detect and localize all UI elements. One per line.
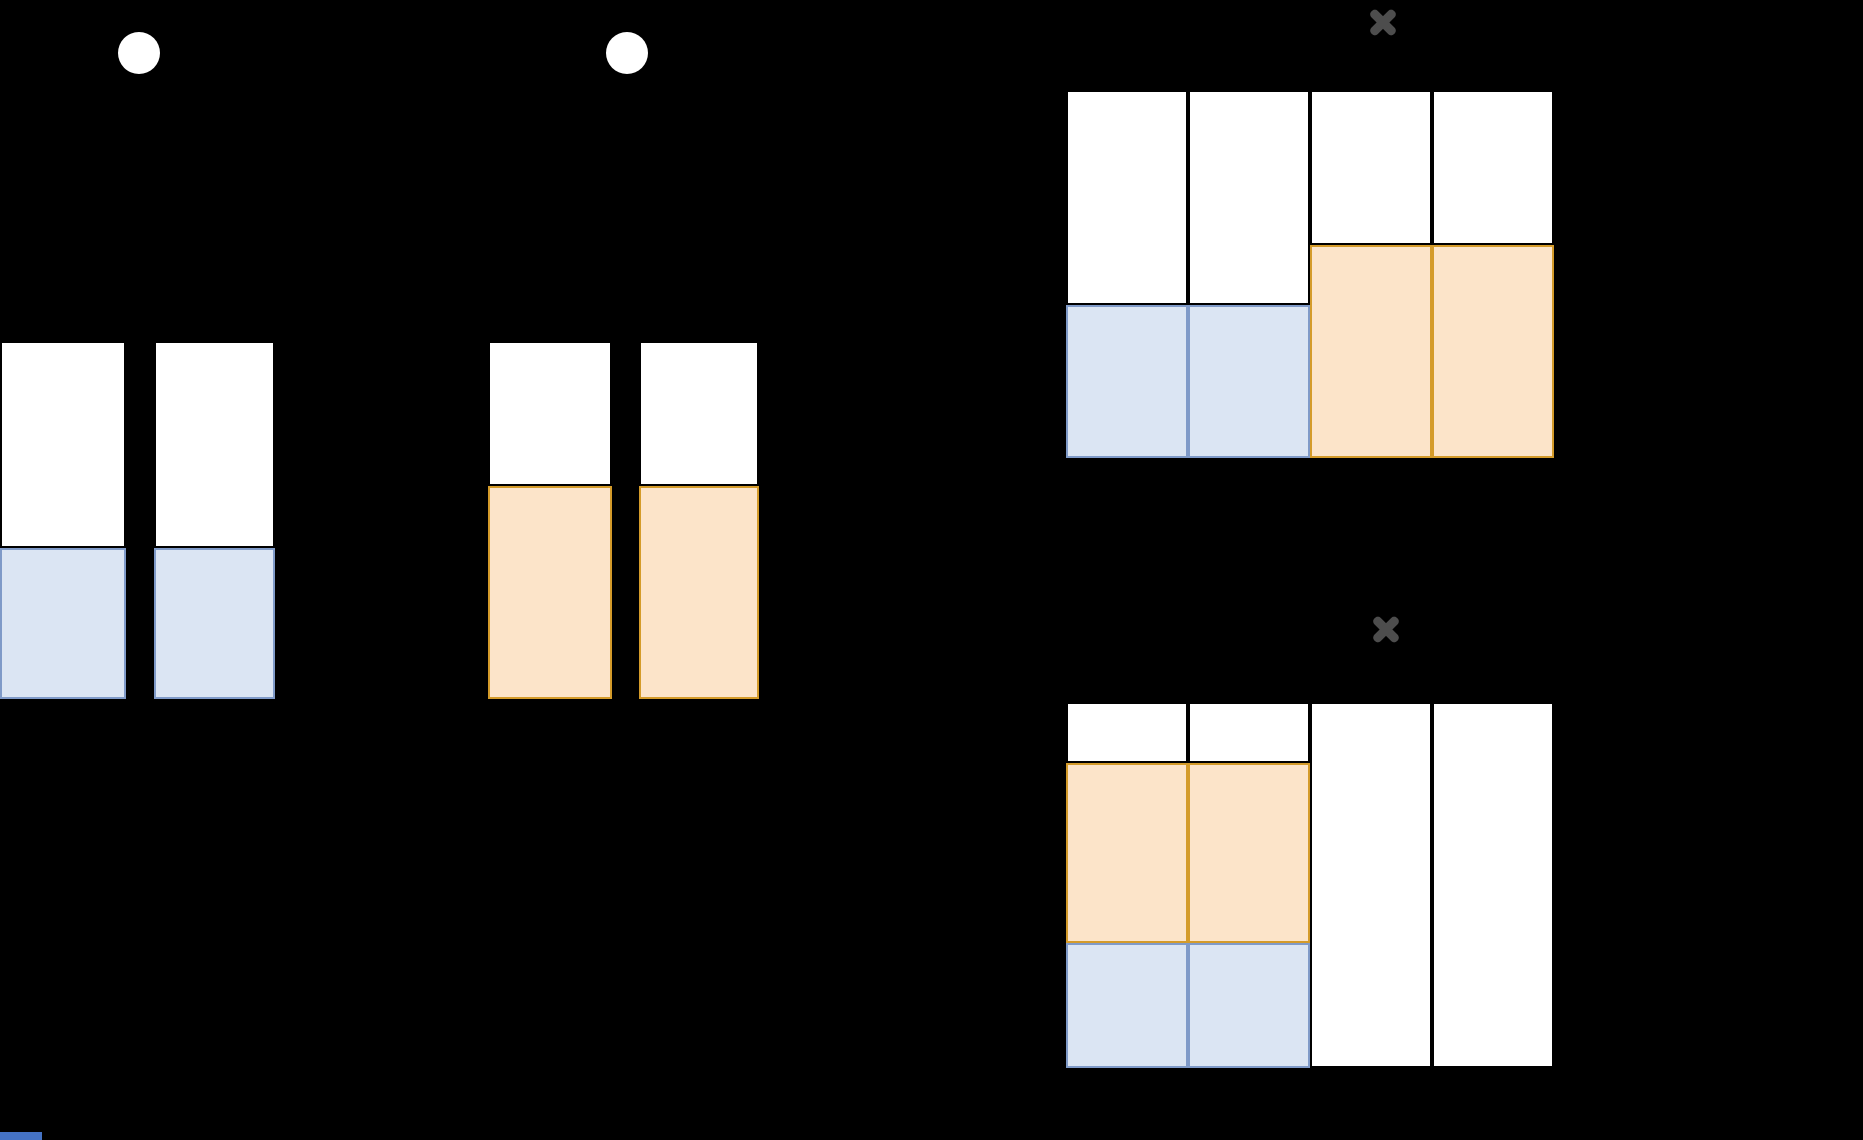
grid-cell-white[interactable] [1066, 90, 1188, 305]
x-mark-icon-top[interactable] [1367, 6, 1399, 38]
option-circle-2[interactable] [606, 32, 648, 74]
grid-column [1432, 90, 1554, 458]
bar-segment-blue[interactable] [154, 548, 275, 699]
fraction-bar [0, 341, 126, 699]
bar-segment-white[interactable] [154, 341, 275, 548]
grid-cell-blue[interactable] [1188, 305, 1310, 458]
grid-column [1188, 90, 1310, 458]
grid-cell-white[interactable] [1188, 90, 1310, 305]
grid-cell-orange[interactable] [1432, 245, 1554, 458]
grid-cell-blue[interactable] [1066, 943, 1188, 1068]
bar-segment-orange[interactable] [488, 486, 612, 699]
bar-segment-blue[interactable] [0, 548, 126, 699]
fraction-grid-top [1066, 90, 1554, 458]
fraction-bar [639, 341, 759, 699]
clipped-blue-fragment [0, 1132, 42, 1140]
grid-cell-white[interactable] [1432, 90, 1554, 245]
option-circle-1[interactable] [118, 32, 160, 74]
x-mark-icon-bottom[interactable] [1370, 613, 1402, 645]
grid-cell-white[interactable] [1310, 702, 1432, 1068]
grid-cell-orange[interactable] [1066, 763, 1188, 943]
grid-column [1432, 702, 1554, 1068]
grid-cell-white[interactable] [1432, 702, 1554, 1068]
fraction-grid-bottom [1066, 702, 1554, 1068]
bar-segment-white[interactable] [488, 341, 612, 486]
grid-cell-white[interactable] [1310, 90, 1432, 245]
fraction-bar [154, 341, 275, 699]
grid-column [1310, 90, 1432, 458]
bar-segment-white[interactable] [0, 341, 126, 548]
bar-segment-orange[interactable] [639, 486, 759, 699]
grid-cell-orange[interactable] [1188, 763, 1310, 943]
fraction-bar [488, 341, 612, 699]
grid-cell-white[interactable] [1066, 702, 1188, 763]
grid-column [1310, 702, 1432, 1068]
grid-column [1066, 702, 1188, 1068]
bar-segment-white[interactable] [639, 341, 759, 486]
grid-cell-white[interactable] [1188, 702, 1310, 763]
grid-cell-blue[interactable] [1066, 305, 1188, 458]
grid-column [1066, 90, 1188, 458]
grid-cell-blue[interactable] [1188, 943, 1310, 1068]
grid-column [1188, 702, 1310, 1068]
grid-cell-orange[interactable] [1310, 245, 1432, 458]
